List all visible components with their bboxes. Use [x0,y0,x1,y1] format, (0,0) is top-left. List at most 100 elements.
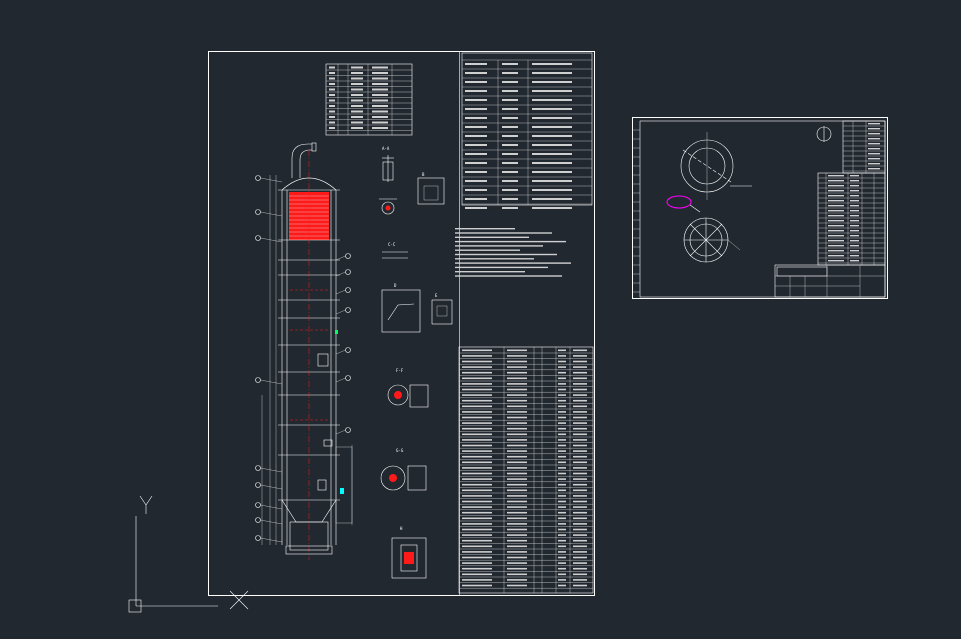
detail-views: A-A B C-C D E F- [379,146,453,579]
text-placeholder-mark [828,215,844,217]
text-placeholder-mark [558,573,566,576]
leader-balloon [255,209,261,215]
text-placeholder-mark [502,99,518,101]
text-placeholder-mark [329,121,335,124]
text-placeholder-mark [507,349,527,352]
text-placeholder-mark [502,144,518,146]
text-placeholder-mark [462,355,492,357]
text-placeholder-mark [532,180,572,182]
text-placeholder-mark [558,511,566,514]
text-placeholder-mark [507,539,527,542]
text-placeholder-mark [868,163,880,165]
text-placeholder-mark [558,455,566,458]
text-placeholder-mark [462,539,492,542]
text-placeholder-mark [462,405,492,408]
text-placeholder-mark [558,517,566,520]
text-placeholder-mark [558,506,566,508]
text-placeholder-mark [502,153,518,155]
text-placeholder-mark [573,399,587,402]
small-parts-table [842,120,886,174]
text-placeholder-mark [558,422,566,424]
text-placeholder-mark [532,126,572,128]
text-placeholder-mark [573,422,587,424]
text-placeholder-mark [558,539,566,542]
text-placeholder-mark [462,584,492,587]
text-placeholder-mark [351,83,363,85]
text-placeholder-mark [465,207,487,209]
text-placeholder-mark [573,495,587,497]
text-placeholder-mark [850,240,859,242]
text-placeholder-mark [573,483,587,486]
technical-notes [455,228,571,277]
text-placeholder-mark [465,180,487,182]
drawing-line [335,429,346,435]
text-placeholder-mark [507,433,527,436]
text-placeholder-mark [573,450,587,452]
text-placeholder-mark [329,110,335,113]
svg-text:D: D [394,283,397,288]
small-sheet-outer-border [632,117,888,299]
text-placeholder-mark [573,455,587,458]
text-placeholder-mark [462,416,492,419]
text-placeholder-mark [502,90,518,92]
text-placeholder-mark [558,450,566,452]
text-placeholder-mark [828,210,844,212]
text-placeholder-mark [502,189,518,191]
text-placeholder-mark [558,489,566,492]
text-placeholder-mark [507,528,527,531]
svg-text:H: H [400,526,403,531]
text-placeholder-mark [828,240,844,242]
revision-cloud-selection[interactable] [666,195,692,209]
text-placeholder-mark [372,72,388,74]
text-placeholder-mark [507,584,527,587]
text-placeholder-mark [573,349,587,352]
text-placeholder-mark [532,99,572,101]
text-placeholder-mark [868,128,880,130]
text-placeholder-mark [558,444,566,447]
text-placeholder-mark [455,271,525,273]
leader-balloon [255,517,261,523]
drawing-line [335,349,346,355]
secondary-drawing-sheet[interactable] [632,117,888,299]
text-placeholder-mark [573,584,587,587]
text-placeholder-mark [351,77,363,80]
text-placeholder-mark [507,495,527,497]
text-placeholder-mark [573,534,587,536]
text-placeholder-mark [532,135,572,137]
text-placeholder-mark [351,99,363,102]
text-placeholder-mark [462,517,492,520]
text-placeholder-mark [850,260,859,262]
text-placeholder-mark [329,66,335,69]
text-placeholder-mark [828,220,844,222]
text-placeholder-mark [465,99,487,101]
leader-balloon [255,482,261,488]
text-placeholder-mark [828,225,844,227]
main-drawing-sheet[interactable]: A-A B C-C D E F- [208,51,595,596]
text-placeholder-mark [462,461,492,464]
text-placeholder-mark [850,180,859,182]
text-placeholder-mark [465,126,487,128]
text-placeholder-mark [573,427,587,430]
text-placeholder-mark [462,444,492,447]
text-placeholder-mark [573,371,587,374]
leader-balloon [345,269,351,275]
text-placeholder-mark [558,411,566,413]
text-placeholder-mark [372,83,388,85]
text-placeholder-mark [573,433,587,436]
text-placeholder-mark [502,135,518,137]
text-placeholder-mark [532,198,572,200]
text-placeholder-mark [558,360,566,363]
text-placeholder-mark [507,500,527,503]
text-placeholder-mark [573,562,587,564]
text-placeholder-mark [465,63,487,65]
text-placeholder-mark [351,110,363,113]
text-placeholder-mark [502,162,518,164]
text-placeholder-mark [462,360,492,363]
text-placeholder-mark [455,245,543,247]
text-placeholder-mark [532,90,572,92]
text-placeholder-mark [532,72,572,74]
text-placeholder-mark [465,162,487,164]
text-placeholder-mark [850,185,859,187]
text-placeholder-mark [462,439,492,441]
